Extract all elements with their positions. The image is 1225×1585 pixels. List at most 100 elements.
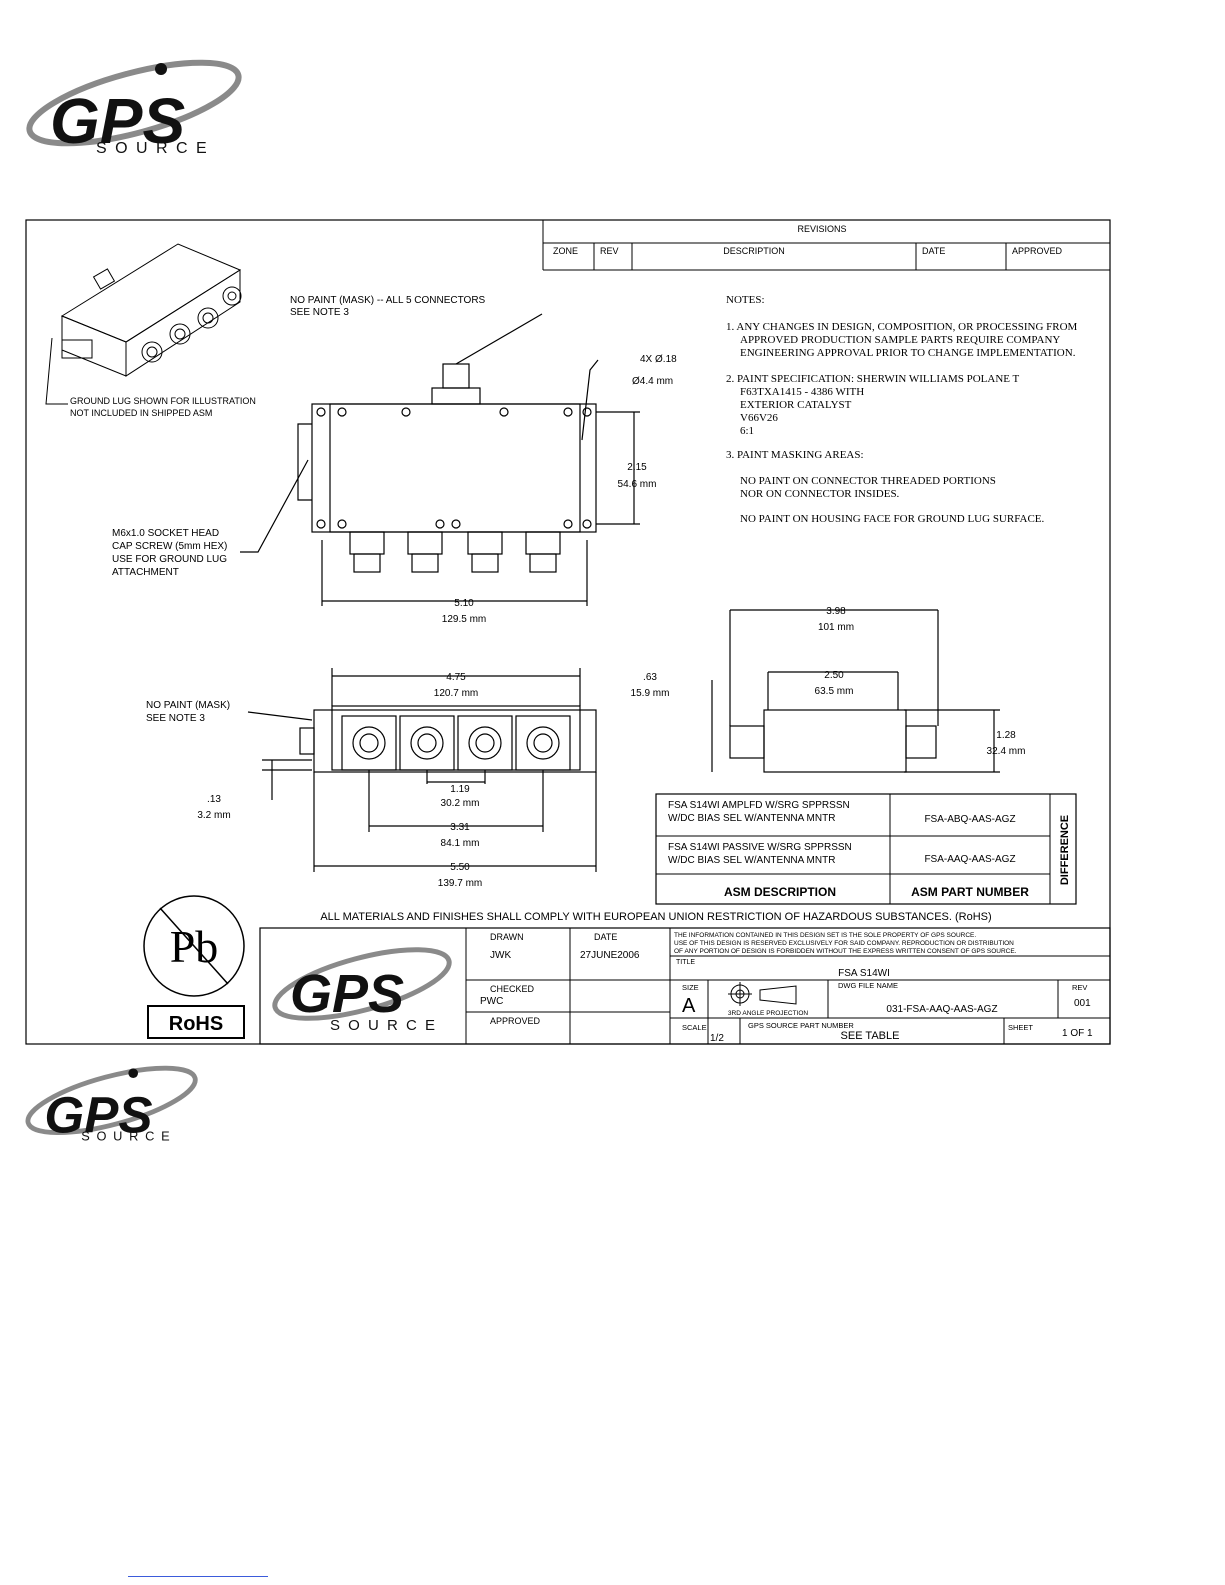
difference-label: DIFFERENCE [1059, 815, 1071, 885]
title-block [259, 927, 1111, 1045]
no-paint-mask-callout-1: NO PAINT (MASK) [146, 700, 230, 711]
span-dim-mm: 84.1 mm [441, 838, 480, 849]
no-paint-mask-callout-2: SEE NOTE 3 [146, 713, 205, 724]
gps-source-logo-graphic: GPS S O U R C E [26, 59, 242, 157]
note-2-line-4: V66V26 [740, 412, 778, 424]
side-base-dim-mm: 15.9 mm [631, 688, 670, 699]
ground-lug-leader [45, 337, 68, 405]
iso-side-face [61, 315, 127, 377]
bottom-connector [349, 531, 385, 555]
dwg-label: DWG FILE NAME [838, 981, 898, 990]
title-value: FSA S14WI [838, 968, 890, 979]
logo-gps-text: GPS [44, 1086, 152, 1143]
rev-col-rev: REV [600, 246, 619, 256]
bottom-connector [467, 531, 503, 555]
front-view-housing [313, 709, 597, 773]
rev-col-date: DATE [922, 246, 945, 256]
screw-callout-3: USE FOR GROUND LUG [112, 554, 227, 565]
rohs-statement: ALL MATERIALS AND FINISHES SHALL COMPLY … [320, 911, 991, 923]
iso-connector [222, 286, 242, 306]
pb-text: Pb [170, 921, 219, 972]
iso-ground-lug [61, 339, 93, 359]
side-connector-right [905, 725, 937, 759]
thickness-dim: .13 [207, 794, 221, 805]
rohs-label: RoHS [147, 1005, 245, 1039]
front-ground-lug [299, 727, 315, 755]
row-2-desc-2: W/DC BIAS SEL W/ANTENNA MNTR [668, 855, 835, 866]
top-view-ground-lug [297, 423, 312, 501]
note-3-line-2: NO PAINT ON CONNECTOR THREADED PORTIONS [740, 475, 996, 487]
note-2-line-1: 2. PAINT SPECIFICATION: SHERWIN WILLIAMS… [726, 373, 1020, 385]
side-base-dim: .63 [643, 672, 657, 683]
iso-connector [141, 341, 163, 363]
side-view [711, 609, 1000, 773]
revisions-title: REVISIONS [797, 224, 846, 234]
top-view-housing [311, 403, 597, 533]
pitch-dim-mm: 30.2 mm [441, 798, 480, 809]
ground-lug-callout-2: NOT INCLUDED IN SHIPPED ASM [70, 408, 212, 418]
side-overall-dim: 3.98 [826, 606, 846, 617]
note-1-line-1: 1. ANY CHANGES IN DESIGN, COMPOSITION, O… [726, 321, 1078, 333]
side-height-dim: 1.28 [996, 730, 1016, 741]
notes-block: NOTES: 1. ANY CHANGES IN DESIGN, COMPOSI… [726, 294, 1078, 525]
side-overall-dim-mm: 101 mm [818, 622, 854, 633]
logo-source-text: S O U R C E [96, 140, 209, 157]
no-paint-mask-leader [247, 711, 313, 721]
isometric-view [45, 243, 242, 405]
rev-col-description: DESCRIPTION [723, 246, 785, 256]
note-3-line-1: 3. PAINT MASKING AREAS: [726, 449, 864, 461]
front-width-dim: 4.75 [446, 672, 466, 683]
row-2-desc-1: FSA S14WI PASSIVE W/SRG SPPRSSN [668, 842, 852, 853]
rev-col-zone: ZONE [553, 246, 578, 256]
logo-gps-text: GPS [50, 85, 185, 157]
note-2-line-5: 6:1 [740, 425, 754, 437]
no-paint-leader [455, 313, 543, 365]
front-view [247, 668, 597, 872]
proprietary-line-1: THE INFORMATION CONTAINED IN THIS DESIGN… [674, 932, 976, 939]
iso-connector [197, 307, 219, 329]
footer-link-underline [128, 1576, 268, 1577]
checked-value: PWC [480, 996, 503, 1007]
thickness-dim-mm: 3.2 mm [197, 810, 230, 821]
top-connector [442, 363, 470, 389]
front-connector [341, 715, 397, 771]
part-number-table: FSA S14WI AMPLFD W/SRG SPPRSSN W/DC BIAS… [655, 793, 1077, 905]
width-dim: 5.10 [454, 598, 474, 609]
size-label: SIZE [682, 983, 699, 992]
bottom-connector [525, 531, 561, 555]
third-angle-projection-symbol [728, 982, 797, 1006]
dwg-value: 031-FSA-AAQ-AAS-AGZ [886, 1004, 997, 1015]
no-paint-connectors-callout-1: NO PAINT (MASK) -- ALL 5 CONNECTORS [290, 295, 486, 306]
logo-source-text: S O U R C E [330, 1017, 437, 1034]
date-label: DATE [594, 932, 617, 942]
side-body-dim-mm: 63.5 mm [815, 686, 854, 697]
rev-value: 001 [1074, 998, 1091, 1009]
gps-source-logo-top: GPS S O U R C E [22, 45, 247, 165]
width-dim-mm: 129.5 mm [442, 614, 486, 625]
sheet-label: SHEET [1008, 1023, 1033, 1032]
scale-value: 1/2 [710, 1033, 724, 1044]
note-3-line-3: NOR ON CONNECTOR INSIDES. [740, 488, 900, 500]
side-connector-left [729, 725, 765, 759]
front-connector [399, 715, 455, 771]
row-1-desc-1: FSA S14WI AMPLFD W/SRG SPPRSSN [668, 800, 850, 811]
title-block-logo: GPS S O U R C E [272, 947, 452, 1034]
iso-front-face [125, 269, 241, 377]
front-connector [515, 715, 571, 771]
title-label: TITLE [676, 959, 695, 966]
note-3-line-4: NO PAINT ON HOUSING FACE FOR GROUND LUG … [740, 513, 1045, 525]
hole-leader [581, 359, 599, 441]
approved-label: APPROVED [490, 1016, 541, 1026]
notes-title: NOTES: [726, 294, 765, 306]
note-1-line-2: APPROVED PRODUCTION SAMPLE PARTS REQUIRE… [740, 334, 1060, 346]
logo-source-text: S O U R C E [81, 1128, 171, 1143]
col-asm-description: ASM DESCRIPTION [724, 885, 836, 899]
gps-source-logo-graphic: GPS S O U R C E [25, 1065, 198, 1143]
drawn-label: DRAWN [490, 932, 524, 942]
hole-dim-mm: Ø4.4 mm [632, 376, 673, 387]
projection-label: 3RD ANGLE PROJECTION [728, 1010, 808, 1017]
svg-text:RoHS: RoHS [169, 1013, 223, 1035]
date-value: 27JUNE2006 [580, 950, 640, 961]
sheet-value: 1 OF 1 [1062, 1028, 1093, 1039]
note-2-line-3: EXTERIOR CATALYST [740, 399, 852, 411]
